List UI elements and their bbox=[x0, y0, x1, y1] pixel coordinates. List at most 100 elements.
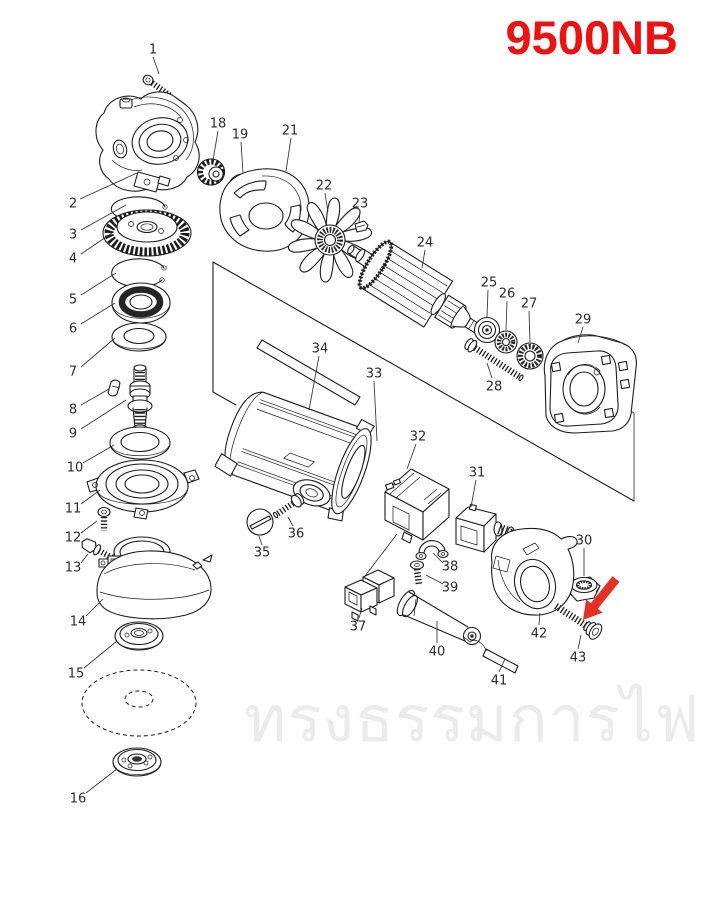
leader-line-43 bbox=[577, 634, 582, 650]
wheel-guard-14 bbox=[96, 536, 213, 620]
armature-24 bbox=[347, 239, 483, 335]
power-cord-41 bbox=[463, 636, 519, 674]
spindle-9 bbox=[127, 364, 153, 432]
inner-flange-15 bbox=[114, 621, 164, 651]
motor-housing-33 bbox=[214, 391, 375, 522]
seal-ring-10 bbox=[109, 426, 171, 460]
bearing-box-11 bbox=[86, 459, 200, 520]
part-label-6: 6 bbox=[69, 322, 77, 337]
fan-22 bbox=[286, 195, 374, 285]
leader-line-3 bbox=[80, 204, 127, 231]
leader-line-34 bbox=[308, 355, 320, 411]
leader-line-27 bbox=[528, 310, 531, 343]
part-label-3: 3 bbox=[69, 228, 77, 243]
part-label-36: 36 bbox=[288, 527, 305, 542]
screw-12 bbox=[97, 506, 111, 531]
part-label-5: 5 bbox=[69, 293, 77, 308]
part-label-43: 43 bbox=[570, 651, 587, 666]
watermark-text: ทรงธรรมการไฟฟ้า bbox=[244, 683, 704, 757]
leader-line-18 bbox=[212, 130, 219, 161]
leader-line-42 bbox=[538, 612, 541, 626]
part-label-8: 8 bbox=[69, 403, 77, 418]
leader-line-13 bbox=[80, 553, 89, 564]
part-label-9: 9 bbox=[69, 427, 77, 442]
leader-line-12 bbox=[80, 520, 98, 534]
part-label-12: 12 bbox=[65, 531, 82, 546]
grinding-wheel-dashed bbox=[81, 669, 197, 737]
leader-line-35 bbox=[258, 535, 263, 546]
leader-line-33 bbox=[373, 380, 378, 442]
part-label-34: 34 bbox=[312, 342, 329, 357]
part-label-18: 18 bbox=[210, 117, 227, 132]
leader-line-25 bbox=[486, 289, 489, 318]
part-label-7: 7 bbox=[69, 365, 77, 380]
leader-line-21 bbox=[285, 137, 292, 172]
tapping-screw-43 bbox=[554, 603, 603, 640]
leader-line-39 bbox=[425, 574, 444, 585]
connector-37 bbox=[344, 569, 395, 622]
part-label-1: 1 bbox=[149, 43, 157, 58]
leader-line-29 bbox=[577, 326, 584, 344]
model-number-title: 9500NB bbox=[505, 11, 678, 64]
screw-36 bbox=[272, 493, 305, 519]
part-label-21: 21 bbox=[282, 124, 299, 139]
flange-washer-25 bbox=[473, 316, 501, 344]
bevel-gear-4 bbox=[102, 209, 192, 257]
part-label-22: 22 bbox=[316, 179, 333, 194]
part-label-11: 11 bbox=[65, 502, 82, 517]
leader-line-16 bbox=[85, 768, 118, 794]
part-label-26: 26 bbox=[499, 287, 516, 302]
leader-line-22 bbox=[324, 192, 329, 213]
part-label-15: 15 bbox=[68, 667, 85, 682]
part-label-14: 14 bbox=[70, 615, 87, 630]
leader-line-38 bbox=[432, 552, 444, 564]
rubber-ring-27 bbox=[516, 342, 544, 370]
part-label-4: 4 bbox=[69, 252, 77, 267]
switch-31 bbox=[455, 503, 522, 553]
leader-line-6 bbox=[80, 302, 116, 325]
part-label-32: 32 bbox=[410, 430, 427, 445]
leader-line-37 bbox=[358, 607, 363, 619]
leader-line-11 bbox=[80, 489, 101, 505]
baffle-plate-21 bbox=[219, 168, 310, 252]
part-label-29: 29 bbox=[575, 313, 592, 328]
part-label-39: 39 bbox=[442, 581, 459, 596]
highlight-arrow bbox=[583, 576, 620, 620]
leader-line-10 bbox=[82, 444, 115, 464]
key-23 bbox=[354, 220, 369, 233]
part-label-40: 40 bbox=[429, 645, 446, 660]
leader-line-23 bbox=[358, 209, 361, 224]
leader-line-4 bbox=[80, 232, 113, 255]
switch-cover-32 bbox=[384, 468, 450, 544]
cord-clamp-38 bbox=[415, 540, 449, 561]
part-label-10: 10 bbox=[67, 461, 84, 476]
leader-line-5 bbox=[80, 272, 117, 296]
leader-line-24 bbox=[421, 249, 426, 269]
part-label-23: 23 bbox=[352, 197, 369, 212]
screw-39 bbox=[409, 560, 425, 586]
part-label-25: 25 bbox=[481, 276, 498, 291]
part-label-27: 27 bbox=[521, 297, 538, 312]
part-label-33: 33 bbox=[366, 367, 383, 382]
leader-line-36 bbox=[287, 516, 294, 527]
brush-cap-35 bbox=[246, 508, 274, 536]
nameplate-34 bbox=[256, 339, 361, 406]
leader-line-19 bbox=[240, 141, 244, 174]
part-label-31: 31 bbox=[469, 466, 486, 481]
part-label-19: 19 bbox=[232, 128, 249, 143]
leader-line-31 bbox=[470, 479, 477, 508]
lock-nut-16 bbox=[112, 747, 162, 777]
part-label-35: 35 bbox=[254, 546, 271, 561]
field-stator-29 bbox=[543, 334, 637, 434]
leader-line-41 bbox=[498, 658, 506, 673]
pinion-gear-18 bbox=[196, 158, 226, 186]
part-label-30: 30 bbox=[576, 534, 593, 549]
part-label-41: 41 bbox=[491, 674, 508, 689]
leader-line-1 bbox=[152, 56, 160, 75]
ball-bearing-26 bbox=[494, 330, 518, 354]
leader-line-28 bbox=[486, 362, 493, 379]
key-8 bbox=[107, 379, 121, 397]
leader-line-9 bbox=[80, 399, 127, 430]
